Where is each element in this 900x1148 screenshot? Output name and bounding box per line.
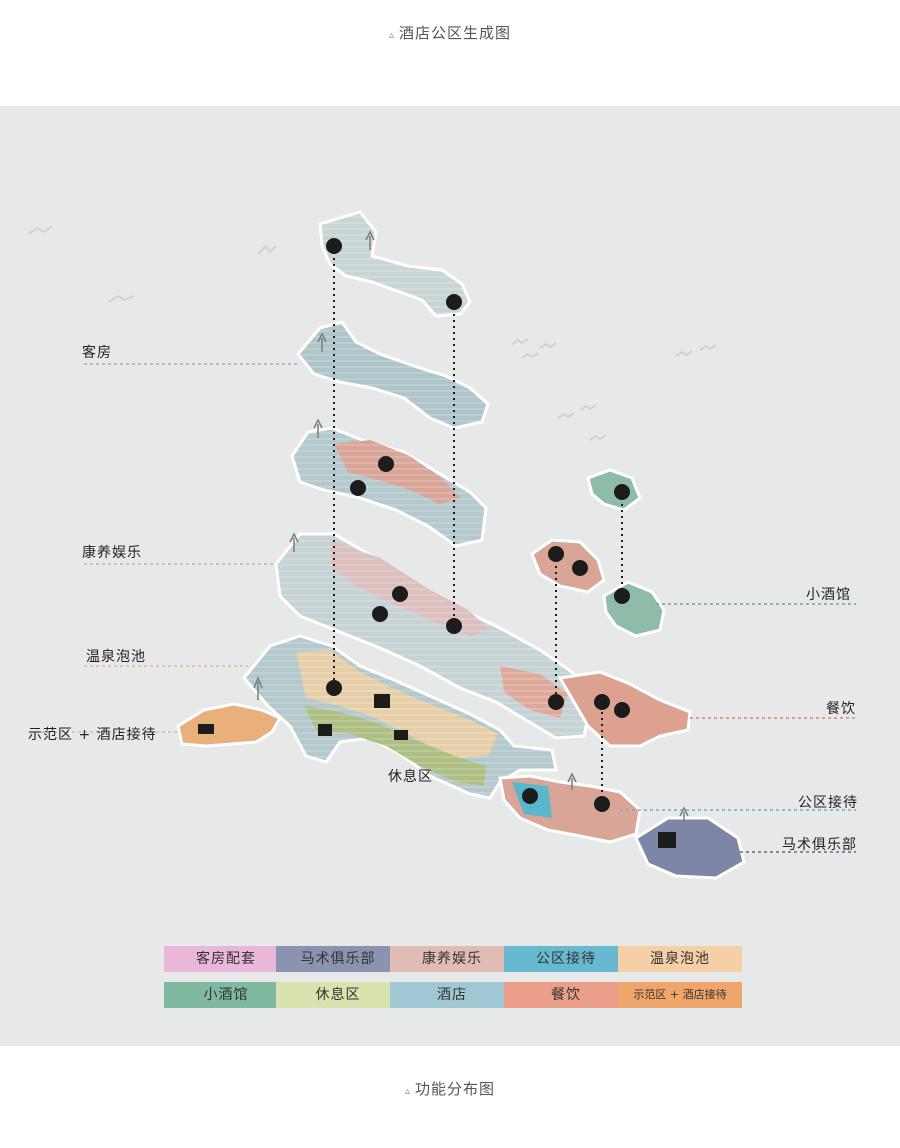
- tree-icon: [253, 230, 689, 824]
- legend-item-hot-spring: 温泉泡池: [618, 946, 742, 972]
- label-guest-rooms: 客房: [82, 345, 112, 361]
- caption-marker-top: ▵: [388, 30, 395, 41]
- demo-reception-island: [176, 702, 283, 748]
- legend-item-demo-reception: 示范区 + 酒店接待: [618, 982, 742, 1008]
- caption-bottom: ▵ 功能分布图: [0, 1078, 900, 1099]
- vertical-connectors: [333, 246, 623, 804]
- legend-item-equestrian: 马术俱乐部: [276, 946, 400, 972]
- level-wellness: [274, 532, 592, 740]
- caption-marker-bottom: ▵: [404, 1086, 411, 1097]
- function-diagram-panel: 客房 康养娱乐 温泉泡池 示范区 + 酒店接待 休息区 小酒馆 餐饮 公区接待 …: [0, 106, 900, 1046]
- caption-bottom-text: 功能分布图: [415, 1080, 496, 1098]
- bar-icon: [614, 484, 630, 604]
- legend-item-public-reception: 公区接待: [504, 946, 628, 972]
- public-reception-wing: [498, 774, 642, 844]
- legend-label: 温泉泡池: [650, 951, 710, 967]
- level-ground: [242, 634, 558, 800]
- caption-top: ▵ 酒店公区生成图: [0, 22, 900, 43]
- label-wellness: 康养娱乐: [82, 545, 142, 561]
- bird-icon: [27, 225, 717, 441]
- legend-label: 马术俱乐部: [300, 951, 376, 967]
- leader-lines: [30, 363, 856, 853]
- level-rooms-dining: [290, 426, 488, 548]
- legend-item-hotel: 酒店: [390, 982, 514, 1008]
- legend-label: 客房配套: [196, 951, 256, 967]
- legend-label: 餐饮: [551, 987, 581, 1003]
- legend-label: 公区接待: [536, 951, 596, 967]
- spa-icon: [198, 586, 538, 804]
- label-demo-reception: 示范区 + 酒店接待: [28, 727, 157, 743]
- legend-item-guest-facilities: 客房配套: [164, 946, 288, 972]
- label-public-reception: 公区接待: [798, 795, 858, 811]
- label-dining: 餐饮: [826, 701, 856, 717]
- legend-item-rest-area: 休息区: [276, 982, 400, 1008]
- legend-item-bistro: 小酒馆: [164, 982, 288, 1008]
- label-rest-area: 休息区: [388, 769, 433, 785]
- legend-item-dining: 餐饮: [504, 982, 628, 1008]
- horse-icon: [658, 832, 676, 848]
- cafe-icon: [326, 480, 610, 812]
- legend-label: 休息区: [315, 987, 361, 1003]
- legend-label: 小酒馆: [203, 987, 249, 1003]
- level-roof: [318, 210, 472, 318]
- label-equestrian: 马术俱乐部: [782, 837, 857, 853]
- label-bistro: 小酒馆: [806, 587, 851, 603]
- legend-label: 康养娱乐: [422, 951, 482, 967]
- dining-icon: [326, 238, 630, 718]
- legend-item-wellness: 康养娱乐: [390, 946, 514, 972]
- legend-label: 酒店: [437, 987, 467, 1003]
- caption-top-text: 酒店公区生成图: [399, 24, 512, 42]
- equestrian-club: [634, 816, 746, 880]
- legend-label: 示范区 + 酒店接待: [633, 988, 727, 1001]
- level-guest-rooms: [296, 320, 490, 430]
- label-hot-spring: 温泉泡池: [86, 649, 146, 665]
- function-diagram: [27, 210, 856, 880]
